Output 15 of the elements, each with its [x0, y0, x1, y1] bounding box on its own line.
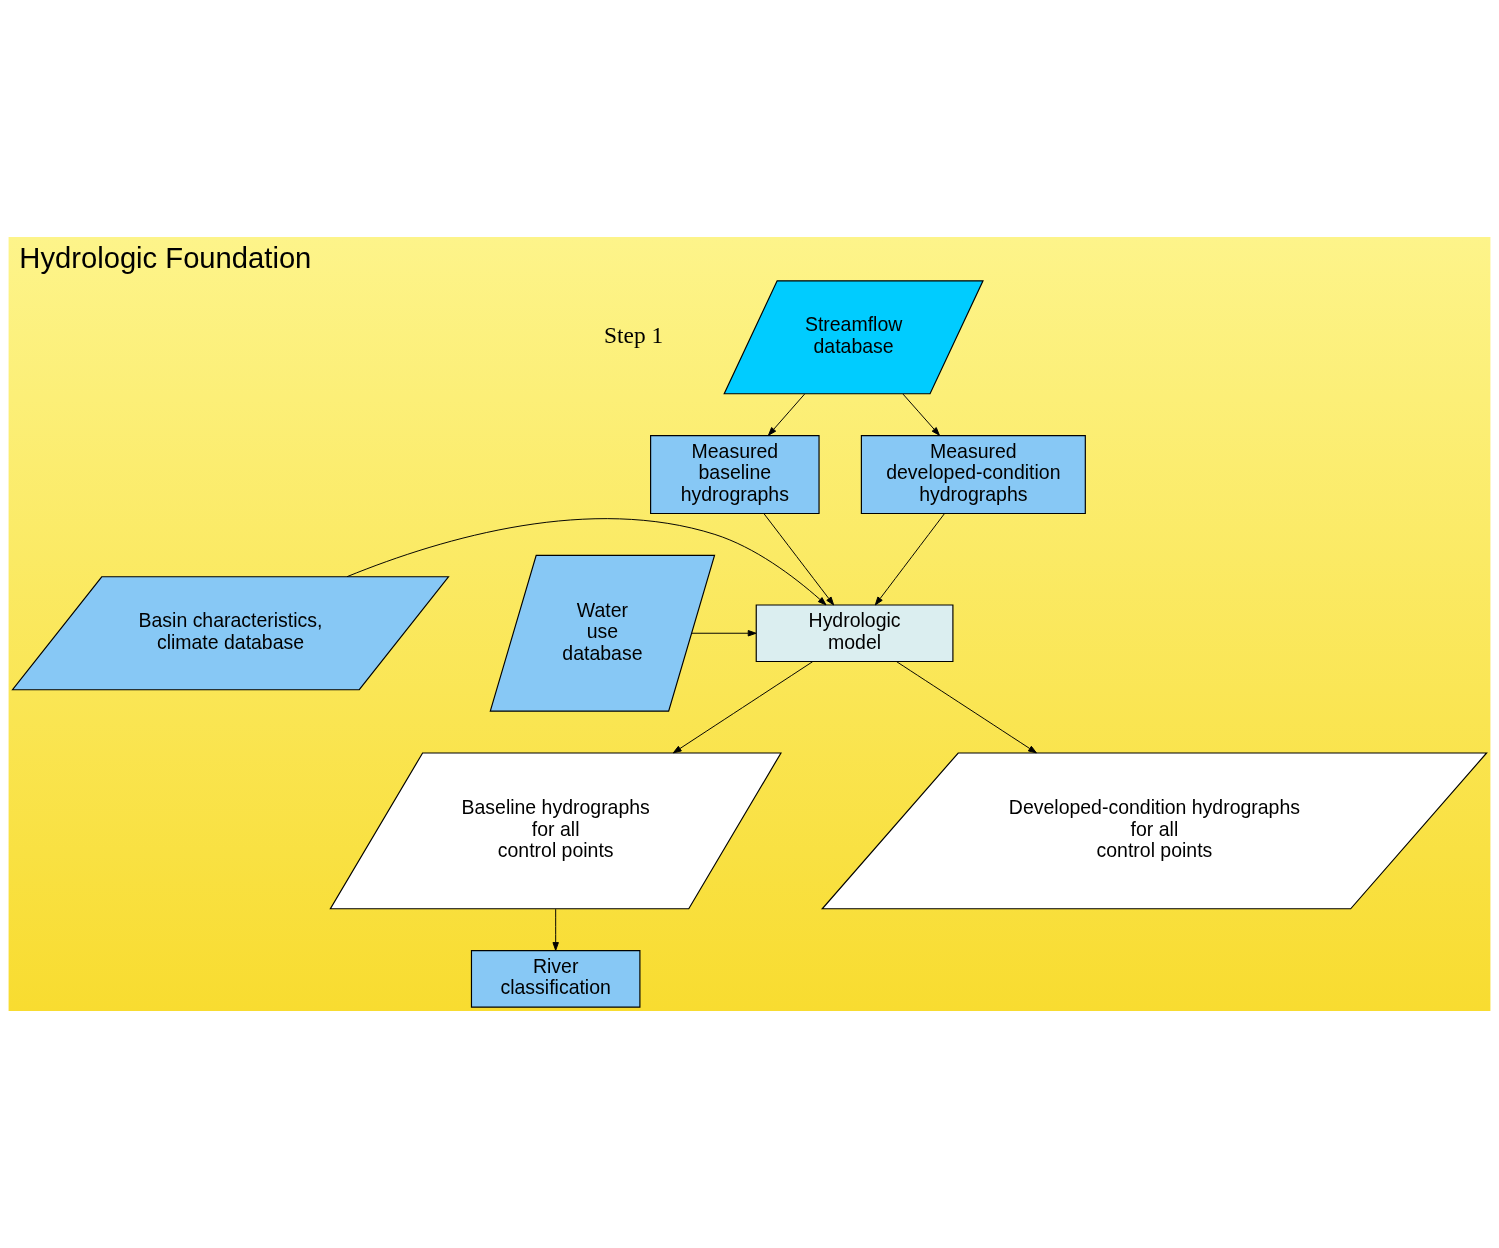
node-box: River classification — [470, 950, 641, 1008]
label: Step 1 — [604, 322, 664, 349]
arrow — [552, 908, 559, 951]
arrow — [902, 393, 940, 436]
arrow — [896, 661, 1037, 754]
arrow — [763, 513, 835, 606]
arrow — [691, 630, 757, 637]
node-box: Hydrologic model — [755, 604, 954, 663]
diagram-title: Hydrologic Foundation — [19, 242, 312, 275]
node-box: Measured developed-condition hydrographs — [860, 435, 1086, 515]
arrow — [768, 393, 806, 436]
arrow — [346, 518, 827, 606]
arrow — [874, 513, 945, 606]
arrow — [672, 661, 814, 754]
node-box: Measured baseline hydrographs — [650, 435, 820, 515]
